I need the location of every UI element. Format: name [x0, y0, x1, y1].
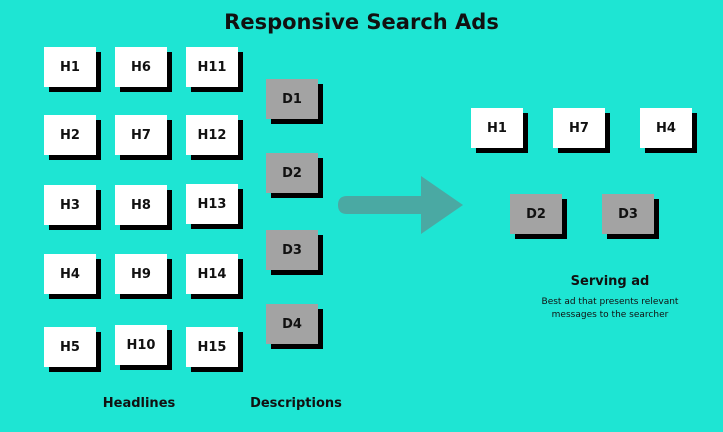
description-card-d1: D1	[266, 79, 318, 119]
serving-ad-headline-h1: H1	[471, 108, 523, 148]
serving-ad-description-d2: D2	[510, 194, 562, 234]
headline-card-h12: H12	[186, 115, 238, 155]
headline-card-h1: H1	[44, 47, 96, 87]
headline-card-h2: H2	[44, 115, 96, 155]
description-card-d2: D2	[266, 153, 318, 193]
serving-ad-description-d3: D3	[602, 194, 654, 234]
headline-card-h10: H10	[115, 325, 167, 365]
headline-card-h5: H5	[44, 327, 96, 367]
description-card-d4: D4	[266, 304, 318, 344]
headline-card-h11: H11	[186, 47, 238, 87]
headlines-label: Headlines	[102, 396, 176, 411]
page-title: Responsive Search Ads	[224, 10, 499, 34]
headline-card-h6: H6	[115, 47, 167, 87]
serving-ad-title: Serving ad	[570, 274, 650, 289]
right-arrow-icon	[338, 176, 463, 234]
serving-ad-headline-h4: H4	[640, 108, 692, 148]
description-card-d3: D3	[266, 230, 318, 270]
headline-card-h15: H15	[186, 327, 238, 367]
serving-ad-description: Best ad that presents relevant messages …	[541, 297, 679, 320]
headline-card-h8: H8	[115, 185, 167, 225]
headline-card-h4: H4	[44, 254, 96, 294]
headline-card-h14: H14	[186, 254, 238, 294]
headline-card-h13: H13	[186, 184, 238, 224]
serving-ad-headline-h7: H7	[553, 108, 605, 148]
headline-card-h9: H9	[115, 254, 167, 294]
headline-card-h3: H3	[44, 185, 96, 225]
headline-card-h7: H7	[115, 115, 167, 155]
descriptions-label: Descriptions	[250, 396, 342, 411]
